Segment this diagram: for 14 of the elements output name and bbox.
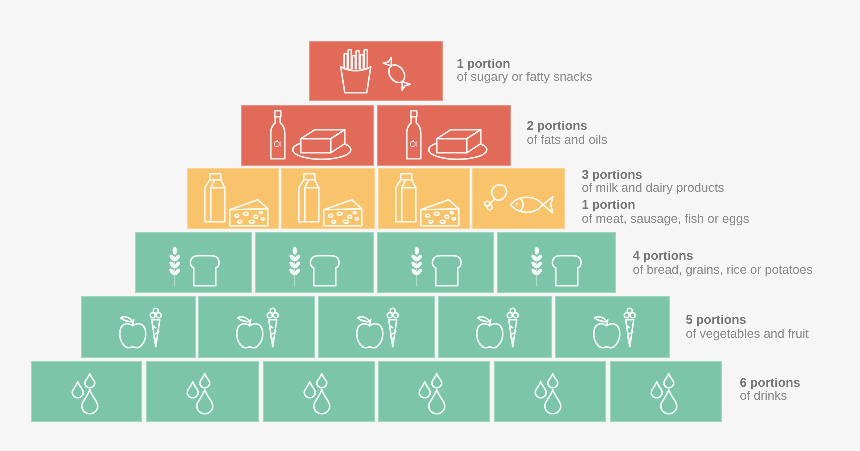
portion-count: 5 portions [686, 313, 746, 328]
portion-count: 6 portions [740, 376, 800, 391]
food-group-label: of meat, sausage, fish or eggs [582, 212, 750, 227]
food-group-label: of drinks [740, 389, 788, 404]
portion-count: 1 portion [457, 57, 510, 72]
food-group-label: of sugary or fatty snacks [457, 70, 592, 85]
portion-count: 1 portion [582, 198, 636, 213]
portion-count: 2 portions [527, 119, 588, 134]
food-group-label: of vegetables and fruit [686, 327, 809, 342]
food-group-label: of fats and oils [527, 133, 608, 148]
food-group-label: of bread, grains, rice or potatoes [633, 263, 813, 278]
portion-count: 4 portions [633, 249, 694, 264]
food-group-label: of milk and dairy products [582, 181, 724, 196]
portion-count: 3 portions [582, 168, 642, 183]
